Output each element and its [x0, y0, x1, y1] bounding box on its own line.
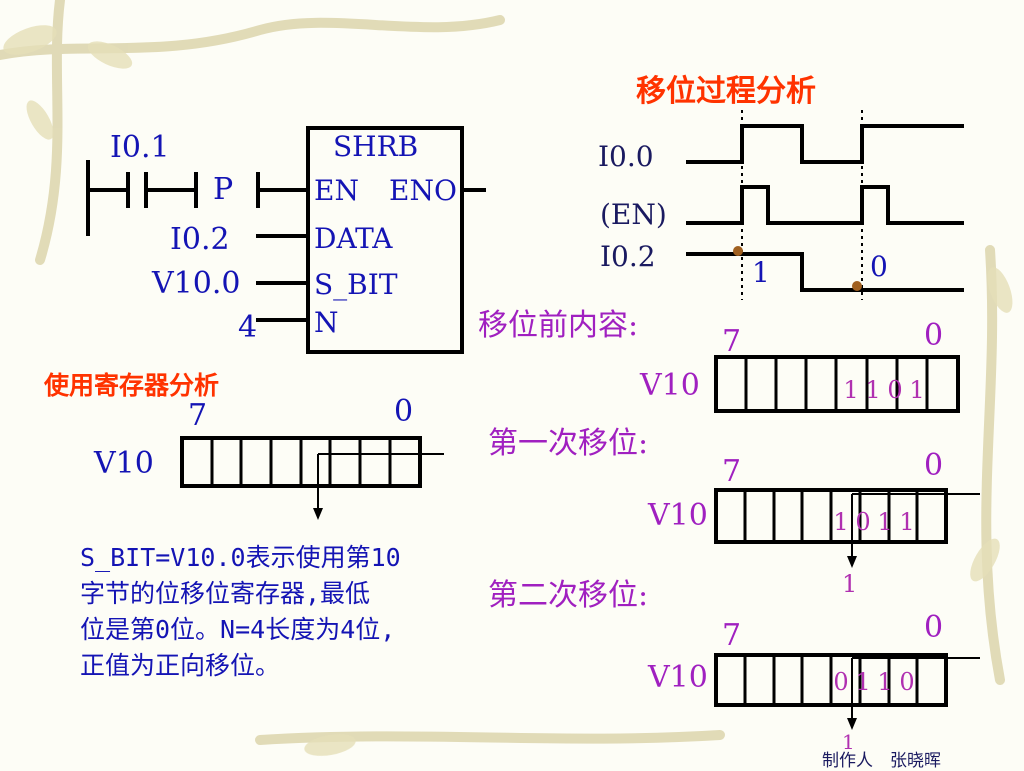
bit: 0	[887, 376, 903, 404]
description-line-2: 字节的位移位寄存器,最低	[80, 579, 371, 608]
left-register-label: V10	[94, 446, 154, 481]
author-credit: 制作人 张晓晖	[822, 751, 941, 771]
bit: 1	[899, 508, 915, 536]
shift-second-lsb: 0	[924, 610, 944, 645]
sbit-input-label: V10.0	[152, 266, 241, 301]
data-value-1: 1	[752, 256, 770, 289]
shift-before-lsb: 0	[924, 318, 944, 353]
bit: 0	[833, 668, 849, 696]
timing-title: 移位过程分析	[636, 74, 816, 109]
bit: 1	[855, 668, 871, 696]
register-shift-2	[714, 653, 980, 730]
signal-i00: I0.0	[598, 140, 654, 173]
register-before	[714, 355, 960, 413]
sample-point-1	[733, 246, 743, 256]
register-analysis-title: 使用寄存器分析	[44, 371, 220, 400]
pin-data: DATA	[314, 222, 393, 255]
left-msb: 7	[188, 398, 208, 433]
signal-i02: I0.2	[600, 240, 656, 273]
shift-label-first: 第一次移位:	[488, 426, 649, 461]
sample-point-2	[852, 281, 862, 291]
pin-en: EN	[314, 174, 359, 207]
block-name: SHRB	[333, 130, 419, 163]
shift-second-register: V10	[648, 660, 708, 695]
timing-waveforms	[686, 124, 964, 292]
edge-label: P	[213, 172, 234, 207]
shrb-box	[306, 126, 464, 354]
shift-first-register: V10	[648, 498, 708, 533]
shift-first-msb: 7	[722, 454, 742, 489]
shift-before-register: V10	[640, 368, 700, 403]
contact-label: I0.1	[110, 130, 170, 165]
data-value-0: 0	[870, 250, 888, 283]
bit: 0	[855, 508, 871, 536]
pin-eno: ENO	[389, 174, 457, 207]
register-shift-1	[714, 488, 980, 568]
bit: 1	[865, 376, 881, 404]
register-left	[180, 436, 444, 520]
description-line-1: S_BIT=V10.0表示使用第10	[80, 543, 401, 572]
description-line-4: 正值为正向移位。	[80, 651, 281, 680]
signal-en: (EN)	[600, 198, 667, 231]
pin-sbit: S_BIT	[314, 268, 398, 301]
shift-second-out: 1	[842, 730, 855, 754]
shift-first-out: 1	[842, 570, 858, 598]
shift-first-lsb: 0	[924, 448, 944, 483]
shift-second-msb: 7	[722, 618, 742, 653]
pin-n: N	[314, 306, 339, 339]
bit: 1	[833, 508, 849, 536]
n-input-label: 4	[238, 310, 258, 345]
bit: 1	[843, 376, 859, 404]
left-lsb: 0	[394, 394, 414, 429]
description-line-3: 位是第0位。N=4长度为4位,	[80, 615, 396, 644]
shift-before-msb: 7	[722, 324, 742, 359]
description: S_BIT=V10.0表示使用第10 字节的位移位寄存器,最低 位是第0位。N=…	[80, 540, 401, 684]
shift-label-second: 第二次移位:	[488, 578, 649, 613]
bit: 0	[899, 668, 915, 696]
bit: 1	[877, 668, 893, 696]
bit: 1	[877, 508, 893, 536]
data-input-label: I0.2	[170, 222, 230, 257]
bit: 1	[909, 376, 925, 404]
shift-label-before: 移位前内容:	[478, 308, 639, 343]
